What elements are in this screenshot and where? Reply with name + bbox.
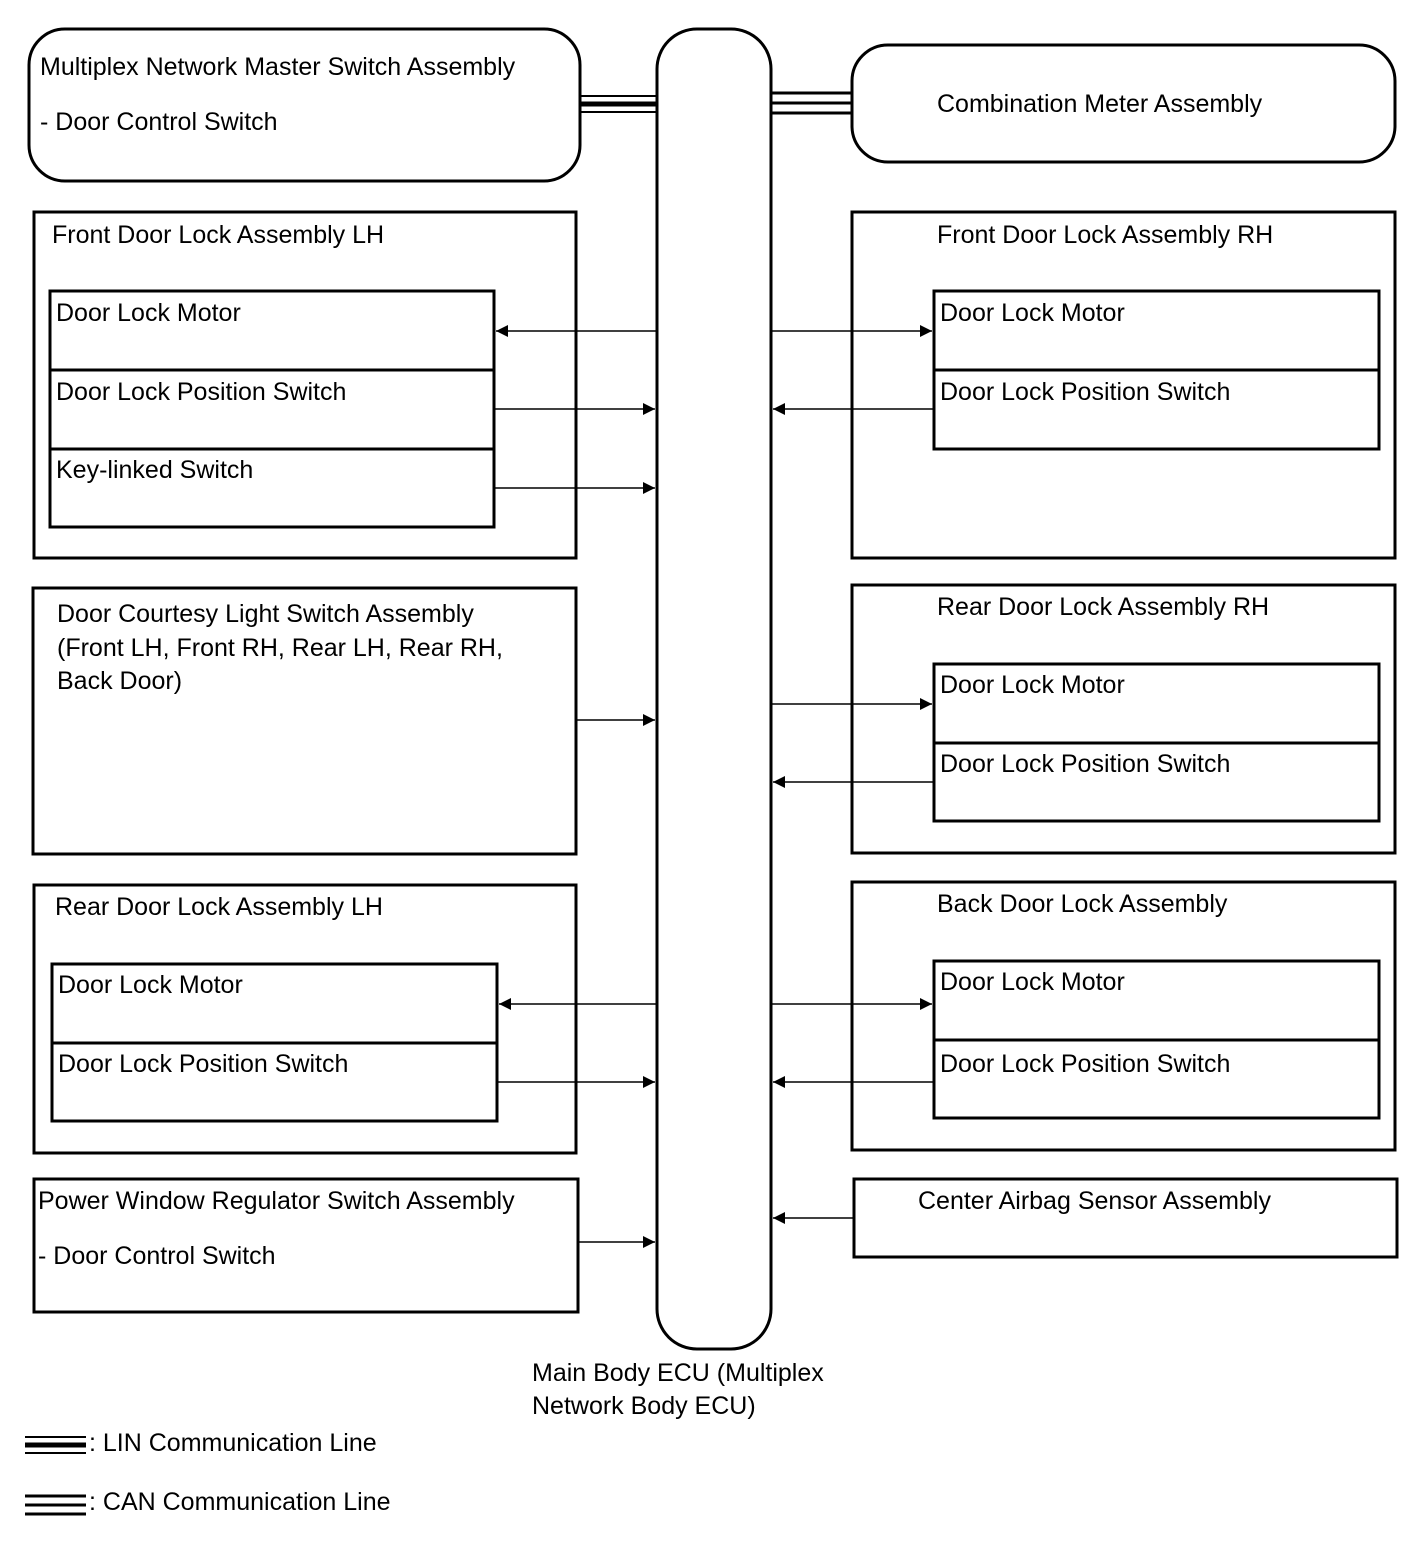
rear-lh-title: Rear Door Lock Assembly LH bbox=[55, 893, 383, 921]
front-rh-title: Front Door Lock Assembly RH bbox=[937, 221, 1274, 249]
back-door-motor-label: Door Lock Motor bbox=[940, 968, 1125, 996]
power-window-title: Power Window Regulator Switch Assembly bbox=[38, 1187, 515, 1215]
courtesy-line1: Door Courtesy Light Switch Assembly bbox=[57, 600, 474, 628]
master-switch-title: Multiplex Network Master Switch Assembly bbox=[40, 53, 516, 81]
front-rh-box bbox=[850, 210, 1397, 560]
front-rh-motor-label: Door Lock Motor bbox=[940, 299, 1125, 327]
legend-can-label: : CAN Communication Line bbox=[89, 1488, 391, 1516]
legend-lin-symbol bbox=[25, 1436, 86, 1454]
front-lh-title: Front Door Lock Assembly LH bbox=[52, 221, 385, 249]
front-lh-motor-label: Door Lock Motor bbox=[56, 299, 241, 327]
courtesy-line3: Back Door) bbox=[57, 667, 183, 695]
back-door-position-box bbox=[932, 1038, 1381, 1120]
rear-lh-box bbox=[32, 883, 578, 1155]
rear-rh-title: Rear Door Lock Assembly RH bbox=[937, 593, 1270, 621]
rear-rh-position-label: Door Lock Position Switch bbox=[940, 750, 1231, 778]
airbag-title: Center Airbag Sensor Assembly bbox=[918, 1187, 1271, 1215]
front-lh-key-label: Key-linked Switch bbox=[56, 456, 254, 484]
rear-lh-motor-label: Door Lock Motor bbox=[58, 971, 243, 999]
rear-rh-motor-label: Door Lock Motor bbox=[940, 671, 1125, 699]
power-window-box bbox=[32, 1177, 580, 1314]
legend-lin-label: : LIN Communication Line bbox=[89, 1429, 377, 1457]
front-rh-position-label: Door Lock Position Switch bbox=[940, 378, 1231, 406]
back-door-position-label: Door Lock Position Switch bbox=[940, 1050, 1231, 1078]
back-door-title: Back Door Lock Assembly bbox=[937, 890, 1228, 918]
legend-can-symbol bbox=[25, 1494, 86, 1516]
ecu-label-line2: Network Body ECU) bbox=[532, 1392, 756, 1420]
back-door-box bbox=[850, 880, 1397, 1152]
courtesy-box bbox=[31, 586, 578, 856]
front-lh-position-label: Door Lock Position Switch bbox=[56, 378, 347, 406]
power-window-sub: - Door Control Switch bbox=[38, 1242, 276, 1270]
ecu-label-line1: Main Body ECU (Multiplex bbox=[532, 1359, 824, 1387]
can-line-combination-meter bbox=[771, 91, 852, 115]
courtesy-line2: (Front LH, Front RH, Rear LH, Rear RH, bbox=[57, 634, 503, 662]
combination-meter-title: Combination Meter Assembly bbox=[937, 90, 1263, 118]
front-lh-box bbox=[32, 210, 578, 560]
rear-lh-position-label: Door Lock Position Switch bbox=[58, 1050, 349, 1078]
master-switch-sub: - Door Control Switch bbox=[40, 108, 278, 136]
rear-rh-box bbox=[850, 583, 1397, 855]
main-body-ecu-bus bbox=[655, 27, 773, 1351]
lin-line-master-switch bbox=[580, 95, 657, 113]
